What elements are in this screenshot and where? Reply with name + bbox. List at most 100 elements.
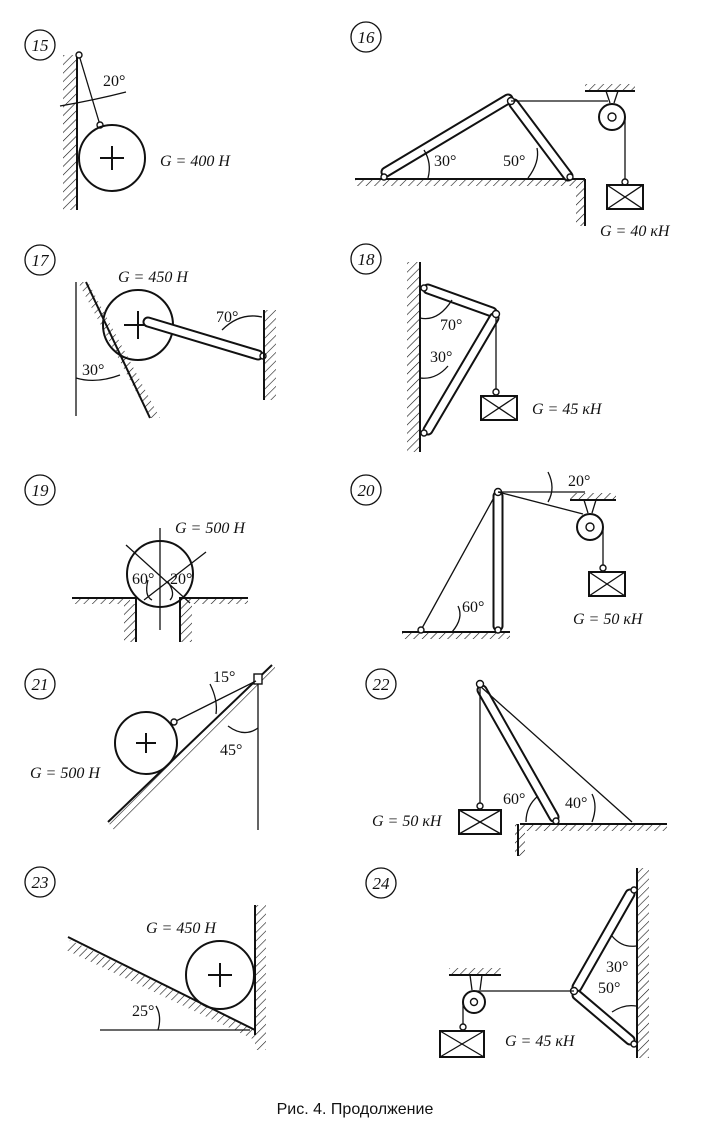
rod-upper bbox=[571, 888, 636, 993]
pin bbox=[475, 679, 485, 689]
problem-number: 19 bbox=[32, 481, 50, 500]
rope bbox=[78, 54, 101, 126]
problem-number-circle bbox=[365, 668, 397, 700]
angle-arc bbox=[423, 149, 430, 179]
angle-label: 30° bbox=[82, 362, 104, 379]
pin bbox=[552, 817, 560, 825]
angle-arc bbox=[591, 793, 596, 823]
step-hatch bbox=[576, 186, 585, 226]
angle-label: 50° bbox=[598, 980, 620, 997]
load-box bbox=[588, 571, 626, 597]
ceiling-hatch bbox=[449, 968, 501, 975]
rope-inclined bbox=[479, 685, 633, 823]
angle-label: 45° bbox=[220, 742, 242, 759]
wall-hatch bbox=[637, 868, 649, 1058]
line-20 bbox=[143, 551, 207, 601]
angle-arc bbox=[209, 683, 218, 715]
angle-arc bbox=[227, 725, 259, 734]
angle-arc bbox=[155, 1005, 161, 1031]
angle-arc bbox=[451, 605, 461, 633]
problem-number-circle bbox=[24, 29, 56, 61]
floor-hatch bbox=[402, 632, 510, 639]
pin bbox=[630, 886, 638, 894]
incline-hatch bbox=[108, 665, 275, 830]
ball bbox=[114, 711, 178, 775]
problem-19: 19 60° 20° G = 500 Н bbox=[24, 474, 248, 642]
ground-hatch bbox=[185, 598, 248, 604]
step-hatch bbox=[515, 824, 525, 856]
ground-hatch bbox=[72, 598, 130, 604]
pin bbox=[75, 51, 83, 59]
problem-number: 15 bbox=[32, 36, 49, 55]
figure-caption: Рис. 4. Продолжение bbox=[277, 1101, 434, 1118]
problem-22: 22 60° 40° G = 50 кН bbox=[365, 668, 667, 856]
wall-hatch bbox=[264, 310, 276, 400]
problem-number: 18 bbox=[358, 250, 376, 269]
problem-number: 23 bbox=[32, 873, 49, 892]
load-label: G = 400 Н bbox=[160, 153, 231, 170]
problem-number: 20 bbox=[358, 481, 376, 500]
angle-label: 30° bbox=[430, 349, 452, 366]
angle-arc bbox=[547, 471, 553, 503]
ceiling-hatch bbox=[570, 493, 616, 500]
angle-label: 70° bbox=[216, 309, 238, 326]
problem-number-circle bbox=[24, 244, 56, 276]
pin bbox=[630, 1040, 638, 1048]
angle-arc bbox=[59, 91, 127, 107]
rod-right bbox=[508, 98, 574, 182]
problem-18: 18 70° 30° G = 45 кН bbox=[350, 243, 603, 452]
pit-wall-hatch bbox=[180, 604, 192, 642]
pin bbox=[417, 626, 425, 634]
angle-arc bbox=[611, 935, 637, 947]
attachment bbox=[253, 673, 263, 685]
angle-label: 25° bbox=[132, 1003, 154, 1020]
rod-left bbox=[380, 93, 514, 178]
wall-hatch bbox=[255, 905, 266, 1050]
load-label: G = 500 Н bbox=[175, 520, 246, 537]
angle-arc bbox=[419, 299, 453, 320]
line-60 bbox=[125, 544, 191, 604]
pin bbox=[170, 718, 178, 726]
problem-20: 20 20° 60° G = 50 кН bbox=[350, 471, 644, 639]
angle-label: 30° bbox=[434, 153, 456, 170]
load-label: G = 450 Н bbox=[118, 269, 189, 286]
floor-hatch bbox=[355, 179, 585, 186]
angle-label: 40° bbox=[565, 795, 587, 812]
problem-17: 17 30° 70° G = 450 Н bbox=[24, 244, 276, 419]
load-label: G = 500 Н bbox=[30, 765, 101, 782]
load-label: G = 45 кН bbox=[532, 401, 603, 418]
angle-label: 30° bbox=[606, 959, 628, 976]
incline bbox=[85, 281, 151, 419]
problem-number-circle bbox=[350, 243, 382, 275]
problem-number-circle bbox=[24, 668, 56, 700]
problem-number: 21 bbox=[32, 675, 49, 694]
angle-arc bbox=[525, 795, 539, 823]
ceiling-hatch bbox=[585, 84, 635, 91]
problem-number-circle bbox=[24, 866, 56, 898]
problem-24: 24 30° 50° G = 45 кН bbox=[365, 867, 649, 1058]
pit-wall-hatch bbox=[124, 604, 136, 642]
load-label: G = 50 кН bbox=[573, 611, 644, 628]
load-box bbox=[606, 184, 644, 210]
pin bbox=[566, 173, 574, 181]
rod bbox=[142, 316, 264, 361]
problem-number-circle bbox=[365, 867, 397, 899]
load-label: G = 450 Н bbox=[146, 920, 217, 937]
rope bbox=[497, 491, 584, 515]
right-edge bbox=[179, 597, 248, 642]
angle-label: 20° bbox=[103, 73, 125, 90]
problem-23: 23 25° G = 450 Н bbox=[24, 866, 266, 1050]
ball bbox=[185, 940, 255, 1010]
angle-label: 60° bbox=[462, 599, 484, 616]
problem-number-circle bbox=[350, 474, 382, 506]
load-label: G = 45 кН bbox=[505, 1033, 576, 1050]
load-label: G = 40 кН bbox=[600, 223, 671, 240]
floor-hatch bbox=[525, 824, 667, 831]
problem-number: 24 bbox=[373, 874, 391, 893]
load-box bbox=[439, 1030, 485, 1058]
angle-arc bbox=[611, 1004, 637, 1013]
angle-label: 60° bbox=[503, 791, 525, 808]
angle-arc bbox=[419, 365, 449, 379]
angle-label: 50° bbox=[503, 153, 525, 170]
load-label: G = 50 кН bbox=[372, 813, 443, 830]
